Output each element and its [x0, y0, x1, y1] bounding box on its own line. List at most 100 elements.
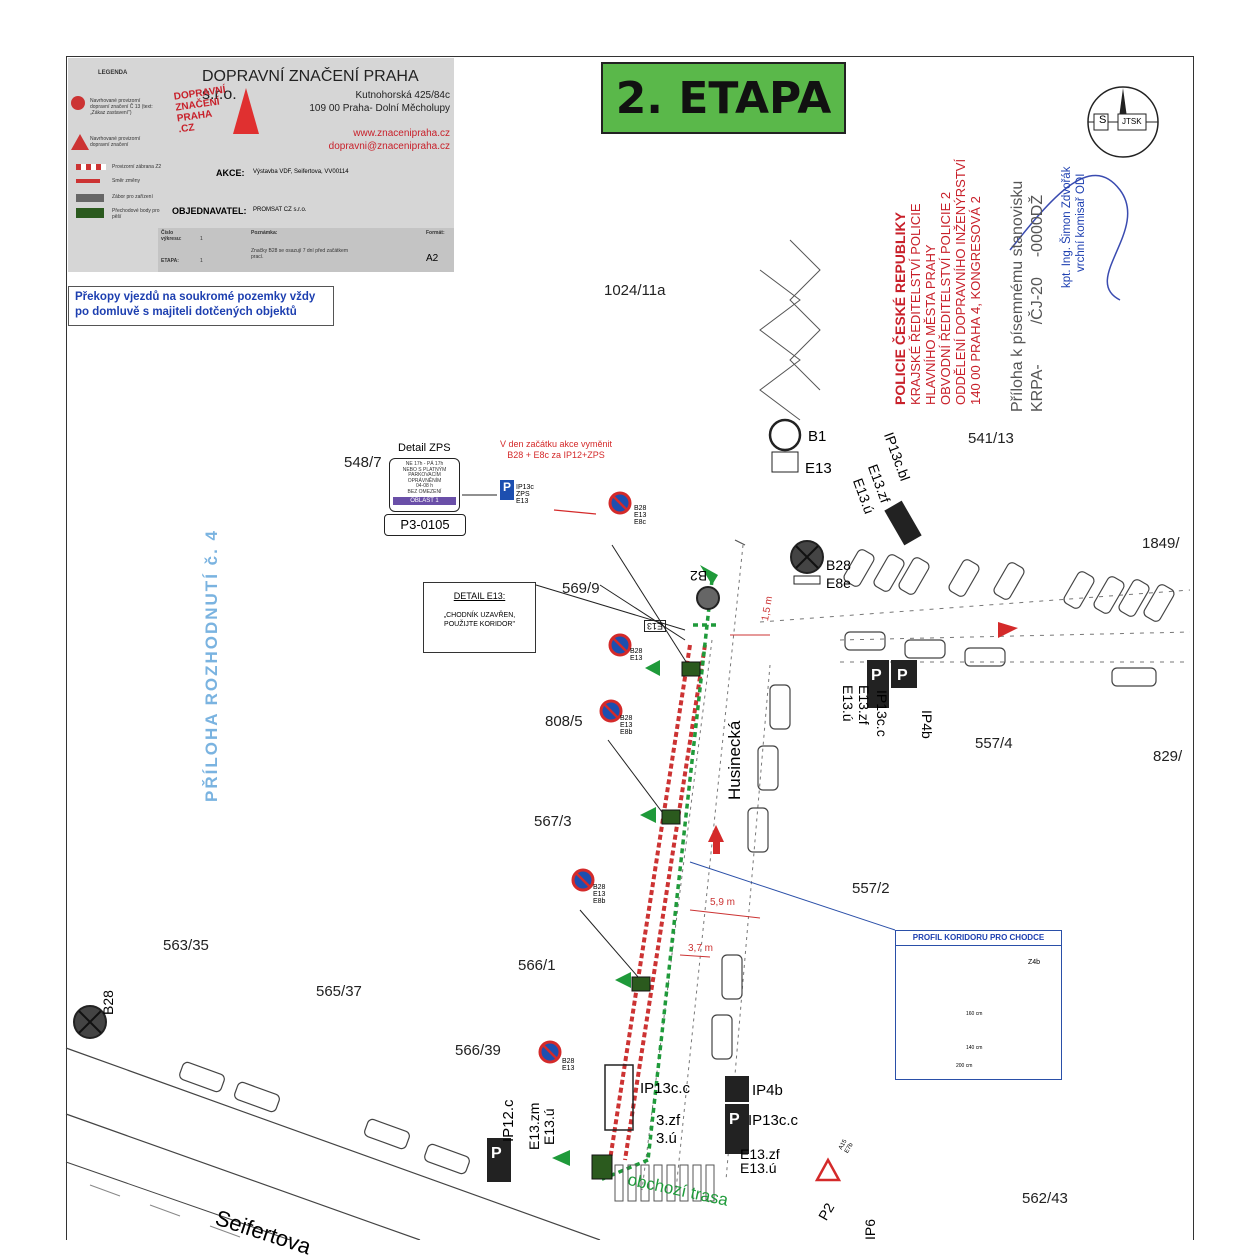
parcel-label: 829/	[1153, 748, 1183, 765]
a15-warning-icon	[814, 1157, 842, 1182]
compass-jtsk-label: JTSK	[1122, 117, 1142, 126]
company-address-2: 109 00 Praha- Dolní Měcholupy	[309, 103, 450, 114]
company-name: DOPRAVNÍ ZNAČENÍ PRAHA s.r.o.	[202, 68, 418, 103]
legend-footer	[158, 228, 454, 272]
b2-sign-icon	[696, 586, 720, 610]
b28-label: B28	[826, 557, 851, 573]
legend-arrow-icon	[76, 179, 100, 183]
e13zf2-label: E13.zf	[856, 685, 872, 725]
ip13cc2-label: IP13c.c	[640, 1080, 691, 1097]
cislo-label: Číslo výkresu:	[161, 230, 182, 242]
poznamka-label: Poznámka:	[251, 230, 278, 236]
b28-label-2: B28	[100, 990, 116, 1015]
legend-item-5: Zábor pro zařízení	[112, 194, 153, 200]
svg-text:P: P	[729, 1111, 740, 1128]
legend-title: LEGENDA	[98, 70, 128, 76]
ip13cc3-label: IP13c.c	[748, 1112, 799, 1129]
svg-text:P: P	[491, 1145, 502, 1162]
dimension-label: 5,9 m	[710, 897, 736, 908]
compass-s-label: S	[1099, 114, 1107, 126]
annex-text: PŘÍLOHA ROZHODNUTÍ č. 4	[202, 529, 221, 802]
e13-box-label: E13	[644, 620, 667, 632]
legend-item-6: Přechodové body pro pěší	[112, 208, 160, 220]
red-double-arrow	[553, 509, 597, 515]
parcel-label: 1024/11a	[604, 282, 666, 299]
e13u3-label: E13.ú	[541, 1108, 557, 1145]
detail-zps-title: Detail ZPS	[398, 442, 451, 454]
e13u2-label: E13.ú	[840, 685, 856, 722]
company-web: www.znaceniprahа.cz	[353, 128, 450, 139]
parcel-label: 557/2	[852, 880, 890, 897]
street-edge-3	[65, 1161, 291, 1240]
parcel-label: 548/7	[344, 454, 382, 471]
route-arrows	[552, 565, 718, 1166]
objednavatel-value: PROMSAT CZ s.r.o.	[253, 207, 307, 213]
b1-sign-icon	[768, 418, 802, 452]
format-label: Formát:	[426, 230, 445, 236]
e13zf3-label: E13.zf	[740, 1146, 780, 1162]
akce-label: AKCE:	[216, 168, 245, 178]
parcel-label: 569/9	[562, 580, 600, 597]
parcel-label: 566/39	[455, 1042, 501, 1059]
legend-item-3: Provizorní zábrana Z2	[112, 164, 162, 170]
parcel-label: 808/5	[545, 713, 583, 730]
company-address-1: Kutnohorská 425/84c	[355, 90, 450, 101]
compass-icon	[1087, 86, 1159, 158]
legend-sign-icon	[71, 96, 85, 110]
poznamka-value: Značky B28 se osazují 7 dní před začátke…	[251, 248, 348, 260]
profil-koridoru-box: PROFIL KORIDORU PRO CHODCE Z4b 160 cm 14…	[895, 930, 1062, 1080]
u3-label: 3.ú	[656, 1130, 677, 1147]
parcel-label: 1849/	[1142, 535, 1180, 552]
parcel-label: 567/3	[534, 813, 572, 830]
dimension-label: 3,7 m	[688, 943, 714, 954]
ip4b2-label: IP4b	[752, 1082, 783, 1099]
b2-label: B2	[690, 568, 708, 584]
street-label-husinecka: Husinecká	[725, 720, 744, 800]
signature	[1009, 174, 1129, 301]
company-email: dopravni@znaceniprahа.cz	[328, 141, 450, 152]
format-value: A2	[426, 253, 439, 264]
legend-item-1: Navrhované provizorní dopravní značení Č…	[90, 98, 153, 116]
akce-value: Výstavba VDF, Seifertova, VV00114	[253, 169, 349, 175]
red-arrow-up	[708, 825, 724, 842]
parked-cars	[179, 549, 1175, 1175]
crosswalk	[614, 1164, 715, 1202]
zps-code: P3-0105	[384, 514, 466, 536]
legend-barrier-icon	[76, 164, 106, 170]
ip12c-label: IP12.c	[500, 1099, 517, 1142]
ip6-label: IP6	[862, 1218, 878, 1240]
etapa-value: 1	[200, 258, 203, 264]
cislo-value: 1	[200, 236, 203, 242]
legend-block: LEGENDA Navrhované provizorní dopravní z…	[68, 58, 454, 272]
drawing-frame	[66, 56, 1194, 1240]
red-arrow-right	[998, 622, 1018, 638]
detail-e13-box: DETAIL E13: „CHODNÍK UZAVŘEN, POUŽIJTE K…	[423, 582, 536, 653]
parking-sign-icon: P	[500, 480, 514, 500]
detail-zps-sign: NE 17h - PÁ 17h NEBO S PLATNÝM PARKOVACÍ…	[389, 458, 460, 512]
parcel-label: 565/37	[316, 983, 362, 1000]
legend-item-4: Směr změny	[112, 178, 141, 184]
legend-item-2: Navrhované provizorní dopravní značení	[90, 136, 141, 148]
notice-box: Překopy vjezdů na soukromé pozemky vždy …	[68, 286, 334, 326]
police-stamp: POLICIE ČESKÉ REPUBLIKY KRAJSKÉ ŘEDITELS…	[892, 158, 983, 405]
b28-sign-icon	[790, 540, 824, 574]
legend-zone-icon	[76, 194, 104, 202]
street-edge-1	[65, 1047, 601, 1240]
etapa-label: ETAPA:	[161, 258, 179, 264]
svg-text:P: P	[871, 667, 882, 684]
approval-text: Příloha k písemnému stanovisku KRPA-/ČJ-…	[1009, 180, 1046, 412]
e13u4-label: E13.ú	[740, 1160, 777, 1176]
svg-text:P: P	[897, 667, 908, 684]
parcel-label: 563/35	[163, 937, 209, 954]
ip13cc-label: IP13c.c	[874, 690, 890, 737]
parcel-label: 557/4	[975, 735, 1013, 752]
e13-label: E13	[805, 460, 832, 477]
ip4b-label: IP4b	[919, 710, 935, 739]
